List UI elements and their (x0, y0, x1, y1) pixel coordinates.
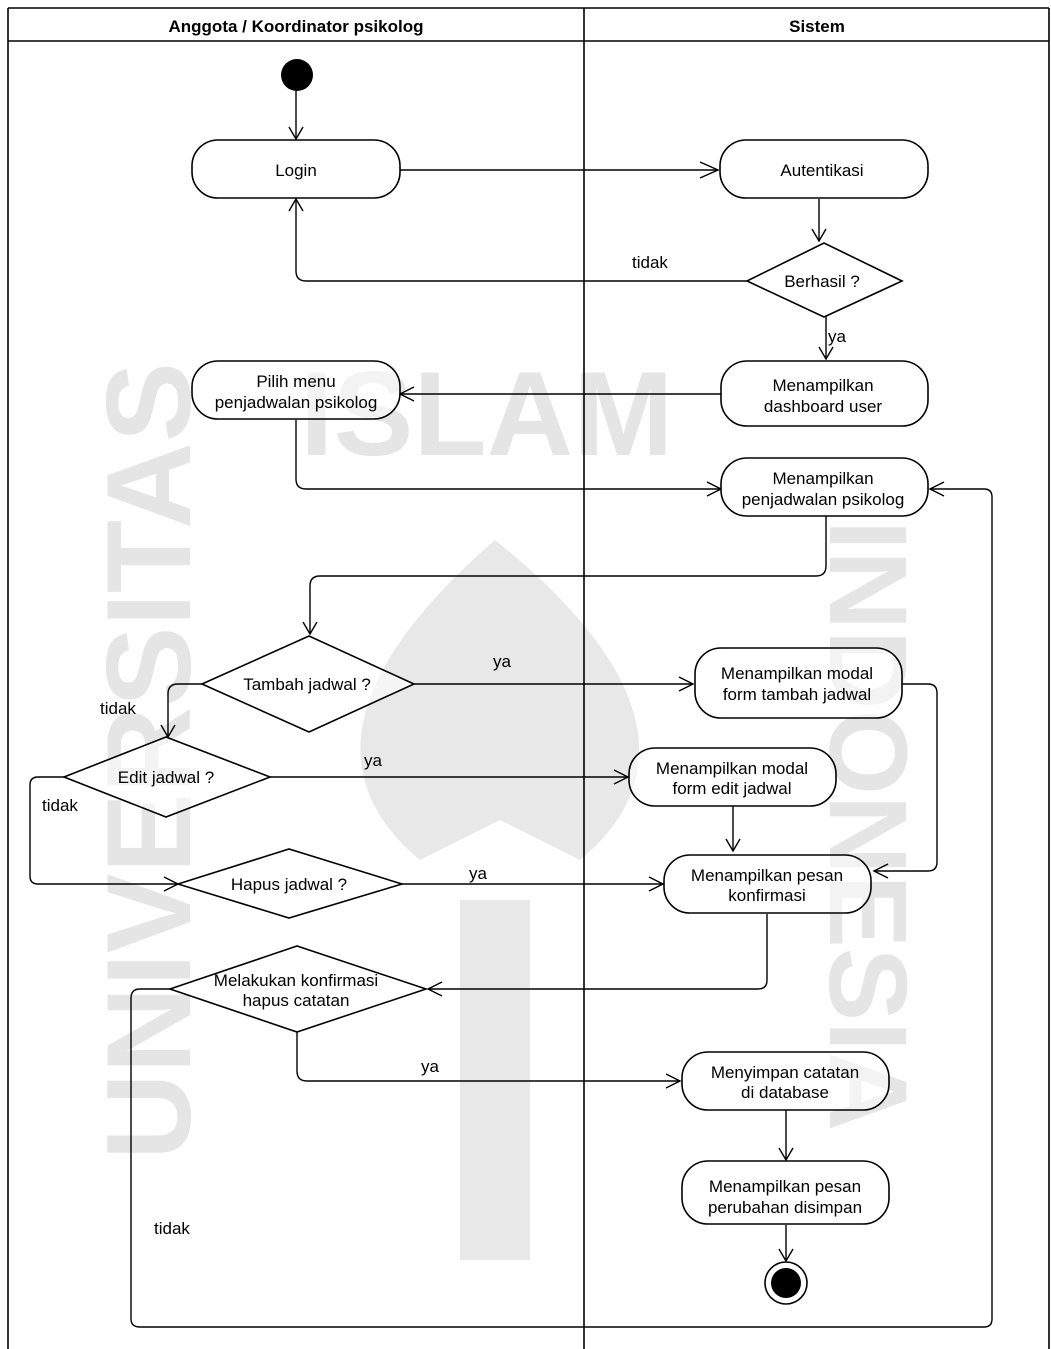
arrowhead (678, 676, 695, 692)
tambah-label: Tambah jadwal ? (243, 675, 371, 694)
dashboard-label-2: dashboard user (764, 397, 882, 416)
pilih-menu-label-1: Pilih menu (256, 372, 335, 391)
arrowhead (699, 161, 720, 179)
label-ya-hapus: ya (469, 864, 488, 883)
edit-decision: Edit jadwal ? (61, 736, 273, 818)
pilih-menu-action: Pilih menu penjadwalan psikolog (191, 360, 401, 420)
arrowhead (778, 1147, 794, 1162)
lane-title-left: Anggota / Koordinator psikolog (169, 17, 424, 36)
pesan-konfirmasi-action: Menampilkan pesan konfirmasi (663, 854, 872, 914)
modal-tambah-label-2: form tambah jadwal (723, 685, 871, 704)
konfirmasi-hapus-label-2: hapus catatan (243, 991, 350, 1010)
modal-edit-label-1: Menampilkan modal (656, 759, 808, 778)
label-tidak-tambah: tidak (100, 699, 136, 718)
watermark-emblem (360, 540, 640, 860)
label-ya-dashboard: ya (828, 327, 847, 346)
pilih-menu-label-2: penjadwalan psikolog (215, 393, 378, 412)
watermark-pillar (460, 900, 530, 1260)
arrowhead (302, 621, 318, 636)
arrowhead (928, 481, 945, 497)
edges (29, 90, 993, 1328)
edge-tambah-edit (167, 683, 202, 737)
arrowhead (818, 346, 834, 361)
konfirmasi-hapus-label-1: Melakukan konfirmasi (214, 971, 378, 990)
label-tidak-edit: tidak (42, 796, 78, 815)
login-action: Login (191, 139, 401, 199)
hapus-label: Hapus jadwal ? (231, 875, 347, 894)
lane-title-right: Sistem (789, 17, 845, 36)
pesan-disimpan-action: Menampilkan pesan perubahan disimpan (681, 1160, 890, 1225)
edge-labels: tidak ya ya tidak ya tidak ya ya tidak (42, 253, 847, 1238)
nodes: Login Autentikasi Berhasil ? Menampilkan… (61, 59, 929, 1305)
edge-pilih-tampil (295, 420, 721, 490)
arrowhead (872, 863, 889, 879)
arrowhead (613, 769, 630, 785)
edge-konfirmasi-loop (130, 488, 993, 1328)
tampil-jadwal-label-2: penjadwalan psikolog (742, 490, 905, 509)
arrowhead (778, 1248, 794, 1263)
label-tidak-login: tidak (632, 253, 668, 272)
dashboard-label-1: Menampilkan (772, 376, 873, 395)
arrowhead (288, 126, 304, 141)
edge-konfirmasi-simpan (296, 1032, 680, 1082)
berhasil-decision: Berhasil ? (745, 242, 904, 318)
label-ya-edit: ya (364, 751, 383, 770)
tampil-jadwal-label-1: Menampilkan (772, 469, 873, 488)
end-node (764, 1261, 808, 1305)
simpan-action: Menyimpan catatan di database (681, 1051, 890, 1111)
autentikasi-action: Autentikasi (719, 139, 929, 199)
tambah-decision: Tambah jadwal ? (200, 635, 416, 733)
pesan-disimpan-label-2: perubahan disimpan (708, 1198, 862, 1217)
label-tidak-konfirmasi: tidak (154, 1219, 190, 1238)
berhasil-label: Berhasil ? (784, 272, 860, 291)
modal-tambah-action: Menampilkan modal form tambah jadwal (694, 647, 903, 719)
modal-edit-label-2: form edit jadwal (672, 779, 791, 798)
arrowhead (288, 197, 304, 212)
autentikasi-label: Autentikasi (780, 161, 863, 180)
swimlane-frame: Anggota / Koordinator psikolog Sistem (7, 7, 1050, 1349)
edge-modaltambah-pesan (874, 683, 938, 872)
arrowhead (811, 228, 827, 243)
edge-berhasil-login (295, 199, 747, 282)
start-node (281, 59, 313, 91)
dashboard-action: Menampilkan dashboard user (720, 360, 929, 427)
arrowhead (648, 876, 665, 892)
edge-edit-hapus (29, 776, 178, 885)
watermark-right-text: INDONESIA (806, 520, 929, 1131)
hapus-decision: Hapus jadwal ? (175, 848, 405, 919)
login-label: Login (275, 161, 317, 180)
modal-tambah-label-1: Menampilkan modal (721, 664, 873, 683)
simpan-label-1: Menyimpan catatan (711, 1063, 859, 1082)
label-ya-konfirmasi: ya (421, 1057, 440, 1076)
pesan-konfirmasi-label-2: konfirmasi (728, 886, 805, 905)
edge-tampil-tambah (309, 516, 827, 634)
simpan-label-2: di database (741, 1083, 829, 1102)
pesan-konfirmasi-label-1: Menampilkan pesan (691, 866, 843, 885)
label-ya-tambah: ya (493, 652, 512, 671)
edit-label: Edit jadwal ? (118, 768, 214, 787)
modal-edit-action: Menampilkan modal form edit jadwal (628, 747, 837, 807)
edge-pesan-konfirmasi (428, 914, 768, 990)
arrowhead (665, 1073, 682, 1089)
arrowhead (725, 838, 741, 853)
konfirmasi-hapus-decision: Melakukan konfirmasi hapus catatan (167, 945, 429, 1033)
pesan-disimpan-label-1: Menampilkan pesan (709, 1177, 861, 1196)
tampil-jadwal-action: Menampilkan penjadwalan psikolog (720, 457, 929, 517)
